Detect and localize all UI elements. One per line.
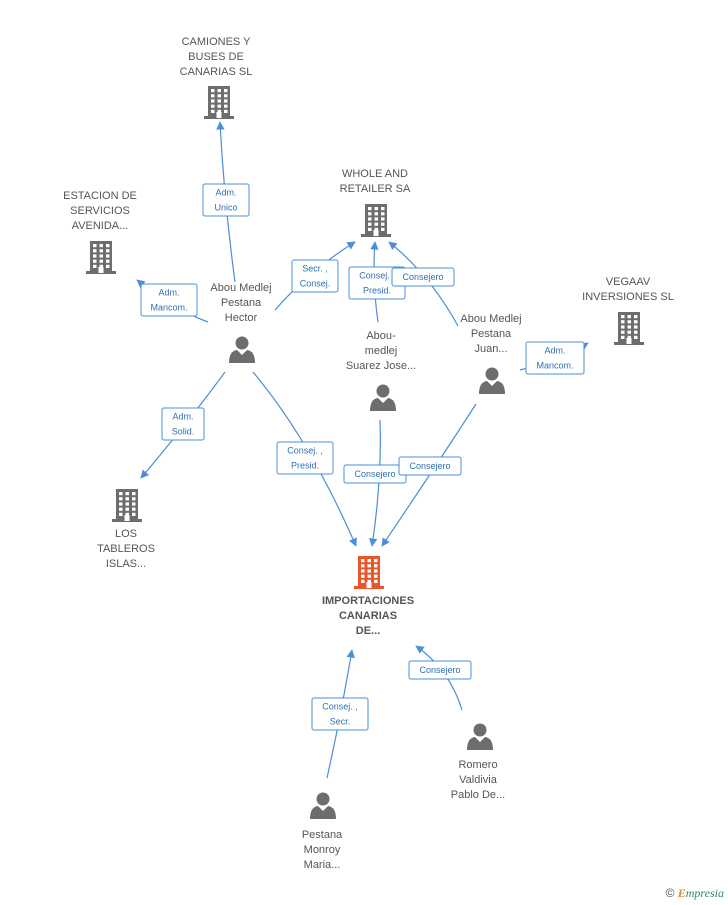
- node-label: Monroy: [304, 844, 341, 856]
- node-label: Romero: [458, 759, 497, 771]
- person-icon: [229, 336, 255, 363]
- edge-label-text: Presid.: [291, 461, 319, 471]
- edge-label-e6[interactable]: Adm. Mancom.: [525, 341, 585, 375]
- edge-label-text: Secr. ,: [302, 264, 328, 274]
- node-label: ISLAS...: [106, 558, 146, 570]
- node-label: Pestana: [471, 328, 512, 340]
- empresia-logo: Empresia: [677, 886, 724, 900]
- node-tableros[interactable]: LOS TABLEROS ISLAS...: [97, 489, 155, 570]
- building-icon: [204, 86, 234, 119]
- node-label: medlej: [365, 345, 397, 357]
- edge-label-text: Mancom.: [150, 303, 187, 313]
- edge-label-e12[interactable]: Consejero: [408, 660, 472, 680]
- edge-label-box: [291, 259, 339, 293]
- edge-label-text: Adm.: [172, 412, 193, 422]
- edge-label-box: [311, 697, 369, 731]
- node-label: SERVICIOS: [70, 205, 130, 217]
- node-label: Hector: [225, 312, 258, 324]
- node-juan[interactable]: Abou MedlejPestanaJuan...: [460, 313, 522, 394]
- building-icon: [614, 312, 644, 345]
- edge-label-box: [276, 441, 334, 475]
- node-label: BUSES DE: [188, 51, 244, 63]
- node-label: DE...: [356, 625, 380, 637]
- node-camiones[interactable]: CAMIONES Y BUSES DE CANARIAS SL: [180, 36, 253, 119]
- edge-label-e2[interactable]: Adm. Mancom.: [140, 283, 198, 317]
- edge-label-text: Adm.: [158, 288, 179, 298]
- edge-label-text: Consejero: [419, 665, 460, 675]
- node-label: CANARIAS SL: [180, 66, 253, 78]
- edge-label-box: [161, 407, 205, 441]
- edge-label-text: Consej. ,: [287, 446, 323, 456]
- edge-label-box: [398, 456, 462, 476]
- edge-label-e3[interactable]: Secr. , Consej.: [291, 259, 339, 293]
- edge-label-e7[interactable]: Adm. Solid.: [161, 407, 205, 441]
- edge-label-box: [391, 267, 455, 287]
- edge-label-text: Consej.: [300, 279, 331, 289]
- edge-label-text: Consejero: [354, 469, 395, 479]
- edge-label-text: Unico: [214, 203, 237, 213]
- node-label: IMPORTACIONES: [322, 595, 414, 607]
- edge-label-box: [202, 183, 250, 217]
- building-icon: [361, 204, 391, 237]
- person-icon: [310, 792, 336, 819]
- edge-label-e9[interactable]: Consejero: [343, 464, 407, 484]
- edge-label-box: [525, 341, 585, 375]
- edge-label-e1[interactable]: Adm. Unico: [202, 183, 250, 217]
- edge-label-text: Adm.: [215, 188, 236, 198]
- edge-label-text: Solid.: [172, 427, 195, 437]
- node-label: Pestana: [302, 829, 343, 841]
- node-label: Maria...: [304, 859, 341, 871]
- edge-label-text: Mancom.: [536, 361, 573, 371]
- edge-label-text: Consej. ,: [322, 702, 358, 712]
- node-label: WHOLE AND: [342, 168, 408, 180]
- node-label: VEGAAV: [606, 276, 651, 288]
- edge-label-box: [140, 283, 198, 317]
- person-icon: [370, 384, 396, 411]
- node-label: INVERSIONES SL: [582, 291, 674, 303]
- node-label: Abou Medlej: [210, 282, 271, 294]
- edge-label-e5[interactable]: Consejero: [391, 267, 455, 287]
- node-label: Abou Medlej: [460, 313, 521, 325]
- node-label: Abou-: [366, 330, 396, 342]
- edge-label-text: Secr.: [330, 717, 351, 727]
- building-icon: [112, 489, 142, 522]
- person-icon: [479, 367, 505, 394]
- node-estacion[interactable]: ESTACION DE SERVICIOS AVENIDA...: [63, 190, 137, 274]
- edge-label-box: [408, 660, 472, 680]
- node-label: Suarez Jose...: [346, 360, 416, 372]
- edge-label-text: Adm.: [544, 346, 565, 356]
- node-label: CAMIONES Y: [182, 36, 252, 48]
- node-label: Juan...: [474, 343, 507, 355]
- edge-label-e8[interactable]: Consej. , Presid.: [276, 441, 334, 475]
- edge-label-e11[interactable]: Consej. , Secr.: [311, 697, 369, 731]
- node-whole[interactable]: WHOLE AND RETAILER SA: [340, 168, 411, 237]
- copyright-symbol: ©: [665, 886, 675, 900]
- edge-label-e10[interactable]: Consejero: [398, 456, 462, 476]
- building-icon: [354, 556, 384, 589]
- edge-label-text: Presid.: [363, 286, 391, 296]
- node-label: AVENIDA...: [72, 220, 129, 232]
- node-label: Pablo De...: [451, 789, 505, 801]
- building-icon: [86, 241, 116, 274]
- node-label: ESTACION DE: [63, 190, 137, 202]
- node-label: LOS: [115, 528, 137, 540]
- footer-brand: © Empresia: [666, 886, 724, 901]
- node-maria[interactable]: PestanaMonroyMaria...: [302, 792, 343, 872]
- edge-label-text: Consej. ,: [359, 271, 395, 281]
- node-label: RETAILER SA: [340, 183, 411, 195]
- node-label: Pestana: [221, 297, 262, 309]
- node-label: TABLEROS: [97, 543, 155, 555]
- person-icon: [467, 723, 493, 750]
- edge-label-text: Consejero: [402, 272, 443, 282]
- edge-label-text: Consejero: [409, 461, 450, 471]
- node-label: Valdivia: [459, 774, 498, 786]
- node-label: CANARIAS: [339, 610, 397, 622]
- node-vegaav[interactable]: VEGAAV INVERSIONES SL: [582, 276, 674, 345]
- node-importaciones[interactable]: IMPORTACIONES CANARIAS DE...: [322, 556, 414, 637]
